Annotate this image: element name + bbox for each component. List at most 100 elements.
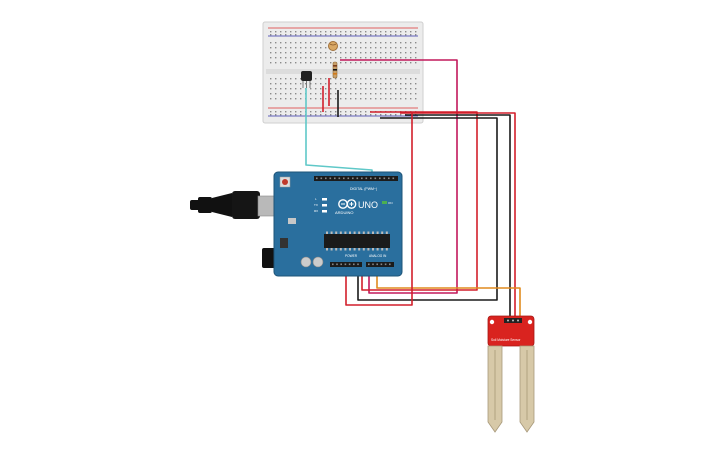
reset-button-cap[interactable] <box>282 179 288 185</box>
breadboard-hole <box>305 83 307 85</box>
breadboard-hole <box>280 62 282 64</box>
breadboard-hole <box>300 93 302 95</box>
breadboard-hole <box>415 78 417 80</box>
breadboard-hole <box>385 78 387 80</box>
breadboard-hole <box>400 42 402 44</box>
breadboard-hole <box>280 98 282 100</box>
breadboard-hole <box>305 34 307 36</box>
breadboard-hole <box>365 78 367 80</box>
breadboard-hole <box>320 98 322 100</box>
photoresistor[interactable] <box>328 41 338 51</box>
chip-pin <box>376 231 379 234</box>
breadboard-hole <box>315 52 317 54</box>
breadboard-hole <box>405 93 407 95</box>
breadboard-hole <box>295 47 297 49</box>
breadboard-hole <box>325 62 327 64</box>
header-pin <box>343 177 345 180</box>
resistor[interactable] <box>332 61 338 79</box>
breadboard-hole <box>360 83 362 85</box>
breadboard-hole <box>350 47 352 49</box>
chip-pin <box>385 248 388 251</box>
breadboard-hole <box>340 78 342 80</box>
breadboard-hole <box>335 111 337 113</box>
breadboard-hole <box>315 78 317 80</box>
breadboard-hole <box>345 78 347 80</box>
breadboard-hole <box>290 57 292 59</box>
breadboard-hole <box>375 98 377 100</box>
breadboard-hole <box>300 31 302 33</box>
breadboard[interactable] <box>262 21 424 124</box>
chip-pin <box>330 248 333 251</box>
breadboard-hole <box>290 111 292 113</box>
breadboard-hole <box>395 93 397 95</box>
breadboard-hole <box>355 31 357 33</box>
header-pin <box>376 263 378 266</box>
breadboard-hole <box>375 31 377 33</box>
breadboard-hole <box>390 78 392 80</box>
rx-label: RX <box>314 209 318 213</box>
breadboard-hole <box>360 42 362 44</box>
breadboard-hole <box>340 62 342 64</box>
breadboard-hole <box>310 62 312 64</box>
usb-cable[interactable] <box>190 191 277 219</box>
chip-pin <box>339 231 342 234</box>
breadboard-hole <box>295 114 297 116</box>
wire-sensor-black <box>405 114 511 318</box>
chip-pin <box>367 231 370 234</box>
breadboard-hole <box>295 34 297 36</box>
breadboard-hole <box>355 34 357 36</box>
breadboard-hole <box>375 47 377 49</box>
breadboard-hole <box>345 31 347 33</box>
breadboard-hole <box>285 114 287 116</box>
breadboard-hole <box>320 93 322 95</box>
breadboard-hole <box>300 47 302 49</box>
regulator <box>280 238 288 248</box>
breadboard-hole <box>385 98 387 100</box>
breadboard-hole <box>400 47 402 49</box>
breadboard-hole <box>285 111 287 113</box>
breadboard-hole <box>345 111 347 113</box>
breadboard-hole <box>320 52 322 54</box>
breadboard-hole <box>415 31 417 33</box>
breadboard-hole <box>360 93 362 95</box>
breadboard-hole <box>310 57 312 59</box>
breadboard-hole <box>340 47 342 49</box>
breadboard-hole <box>320 78 322 80</box>
breadboard-hole <box>395 83 397 85</box>
breadboard-hole <box>345 93 347 95</box>
breadboard-hole <box>285 83 287 85</box>
breadboard-hole <box>345 42 347 44</box>
breadboard-hole <box>370 47 372 49</box>
header-pin <box>347 177 350 180</box>
arduino-uno-board[interactable]: UNO ARDUINO DIGITAL (PWM~) POWER ANALOG … <box>273 171 403 277</box>
breadboard-hole <box>290 62 292 64</box>
breadboard-hole <box>270 93 272 95</box>
breadboard-hole <box>390 47 392 49</box>
breadboard-hole <box>330 34 332 36</box>
breadboard-hole <box>320 57 322 59</box>
breadboard-hole <box>300 57 302 59</box>
breadboard-hole <box>285 93 287 95</box>
breadboard-hole <box>340 98 342 100</box>
header-pin <box>368 263 370 266</box>
analog-label: ANALOG IN <box>369 254 387 258</box>
breadboard-hole <box>310 31 312 33</box>
breadboard-hole <box>290 98 292 100</box>
breadboard-hole <box>300 111 302 113</box>
l-label: L <box>315 197 317 201</box>
breadboard-hole <box>405 98 407 100</box>
breadboard-hole <box>355 62 357 64</box>
soil-moisture-sensor[interactable]: Soil Moisture Sensor <box>487 315 535 433</box>
breadboard-hole <box>375 88 377 90</box>
header-pin <box>392 177 395 180</box>
breadboard-hole <box>280 31 282 33</box>
temperature-sensor[interactable] <box>301 71 312 88</box>
breadboard-hole <box>385 57 387 59</box>
breadboard-hole <box>360 111 362 113</box>
breadboard-hole <box>405 52 407 54</box>
header-pin <box>372 263 374 266</box>
breadboard-hole <box>385 52 387 54</box>
breadboard-hole <box>350 98 352 100</box>
breadboard-hole <box>360 34 362 36</box>
